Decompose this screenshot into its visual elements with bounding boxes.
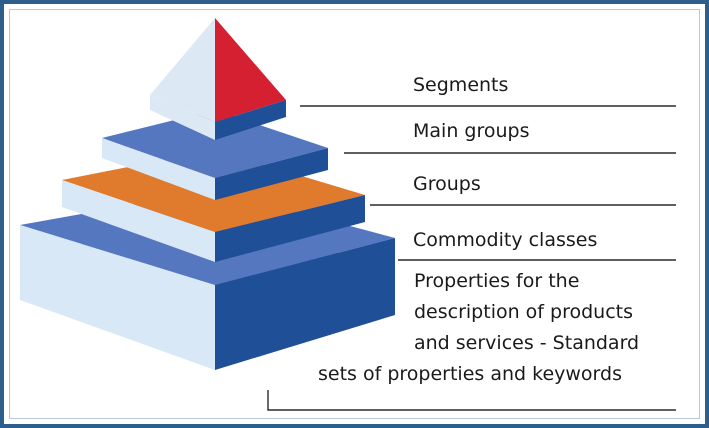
label-properties-line-1: Properties for the xyxy=(414,270,580,292)
leader-lines xyxy=(267,105,676,411)
leader-line-properties xyxy=(267,390,676,411)
pyramid-layer-main-groups xyxy=(102,110,328,200)
label-properties-line-4: sets of properties and keywords xyxy=(318,363,622,385)
label-commodity-classes: Commodity classes xyxy=(413,229,598,251)
label-groups: Groups xyxy=(413,173,481,195)
pyramid-layer-segments xyxy=(150,18,286,140)
label-properties: Properties for the description of produc… xyxy=(318,266,678,390)
diagram-inner-border xyxy=(9,9,700,419)
label-main-groups: Main groups xyxy=(413,120,530,142)
label-properties-line-2: description of products xyxy=(414,301,634,323)
label-properties-line-3: and services - Standard xyxy=(414,332,640,354)
label-segments: Segments xyxy=(413,74,509,96)
